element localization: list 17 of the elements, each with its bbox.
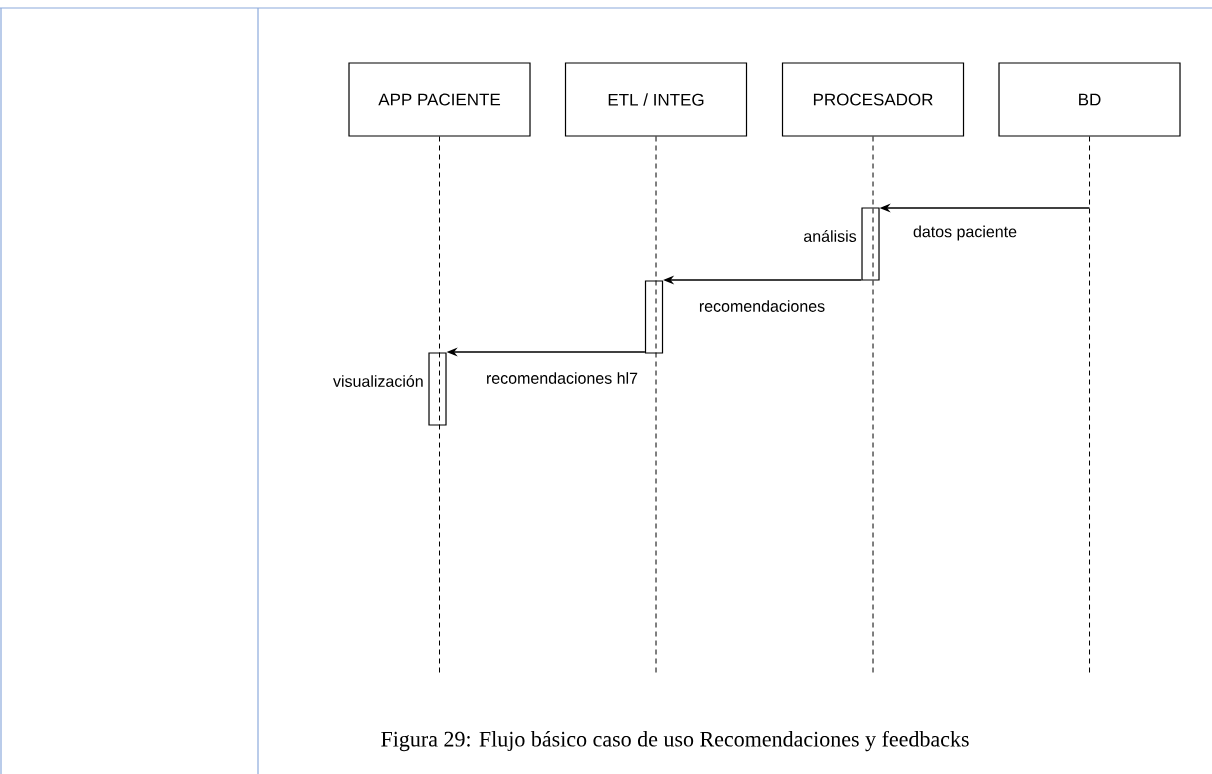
lifeline xyxy=(872,136,874,674)
lifeline-box: APP PACIENTE xyxy=(348,62,531,137)
activation-bar xyxy=(644,280,664,354)
edge-label: datos paciente xyxy=(911,224,1019,242)
lifeline-box: ETL / INTEG xyxy=(564,62,748,137)
activation-bar xyxy=(428,352,447,426)
activation-bar xyxy=(861,207,880,281)
edge-label: recomendaciones hl7 xyxy=(484,370,640,386)
figure-caption: Figura 29: Flujo básico caso de uso Recomendaciones y feedbacks xyxy=(381,730,969,752)
lifeline xyxy=(655,136,657,674)
activation-label: análisis xyxy=(801,228,859,244)
lifeline xyxy=(1089,136,1090,674)
activation-label: visualización xyxy=(331,373,426,389)
lifeline xyxy=(439,136,440,674)
edge-label: recomendaciones xyxy=(697,298,827,314)
lifeline-box: PROCESADOR xyxy=(781,62,965,137)
lifeline-box: BD xyxy=(998,62,1181,137)
